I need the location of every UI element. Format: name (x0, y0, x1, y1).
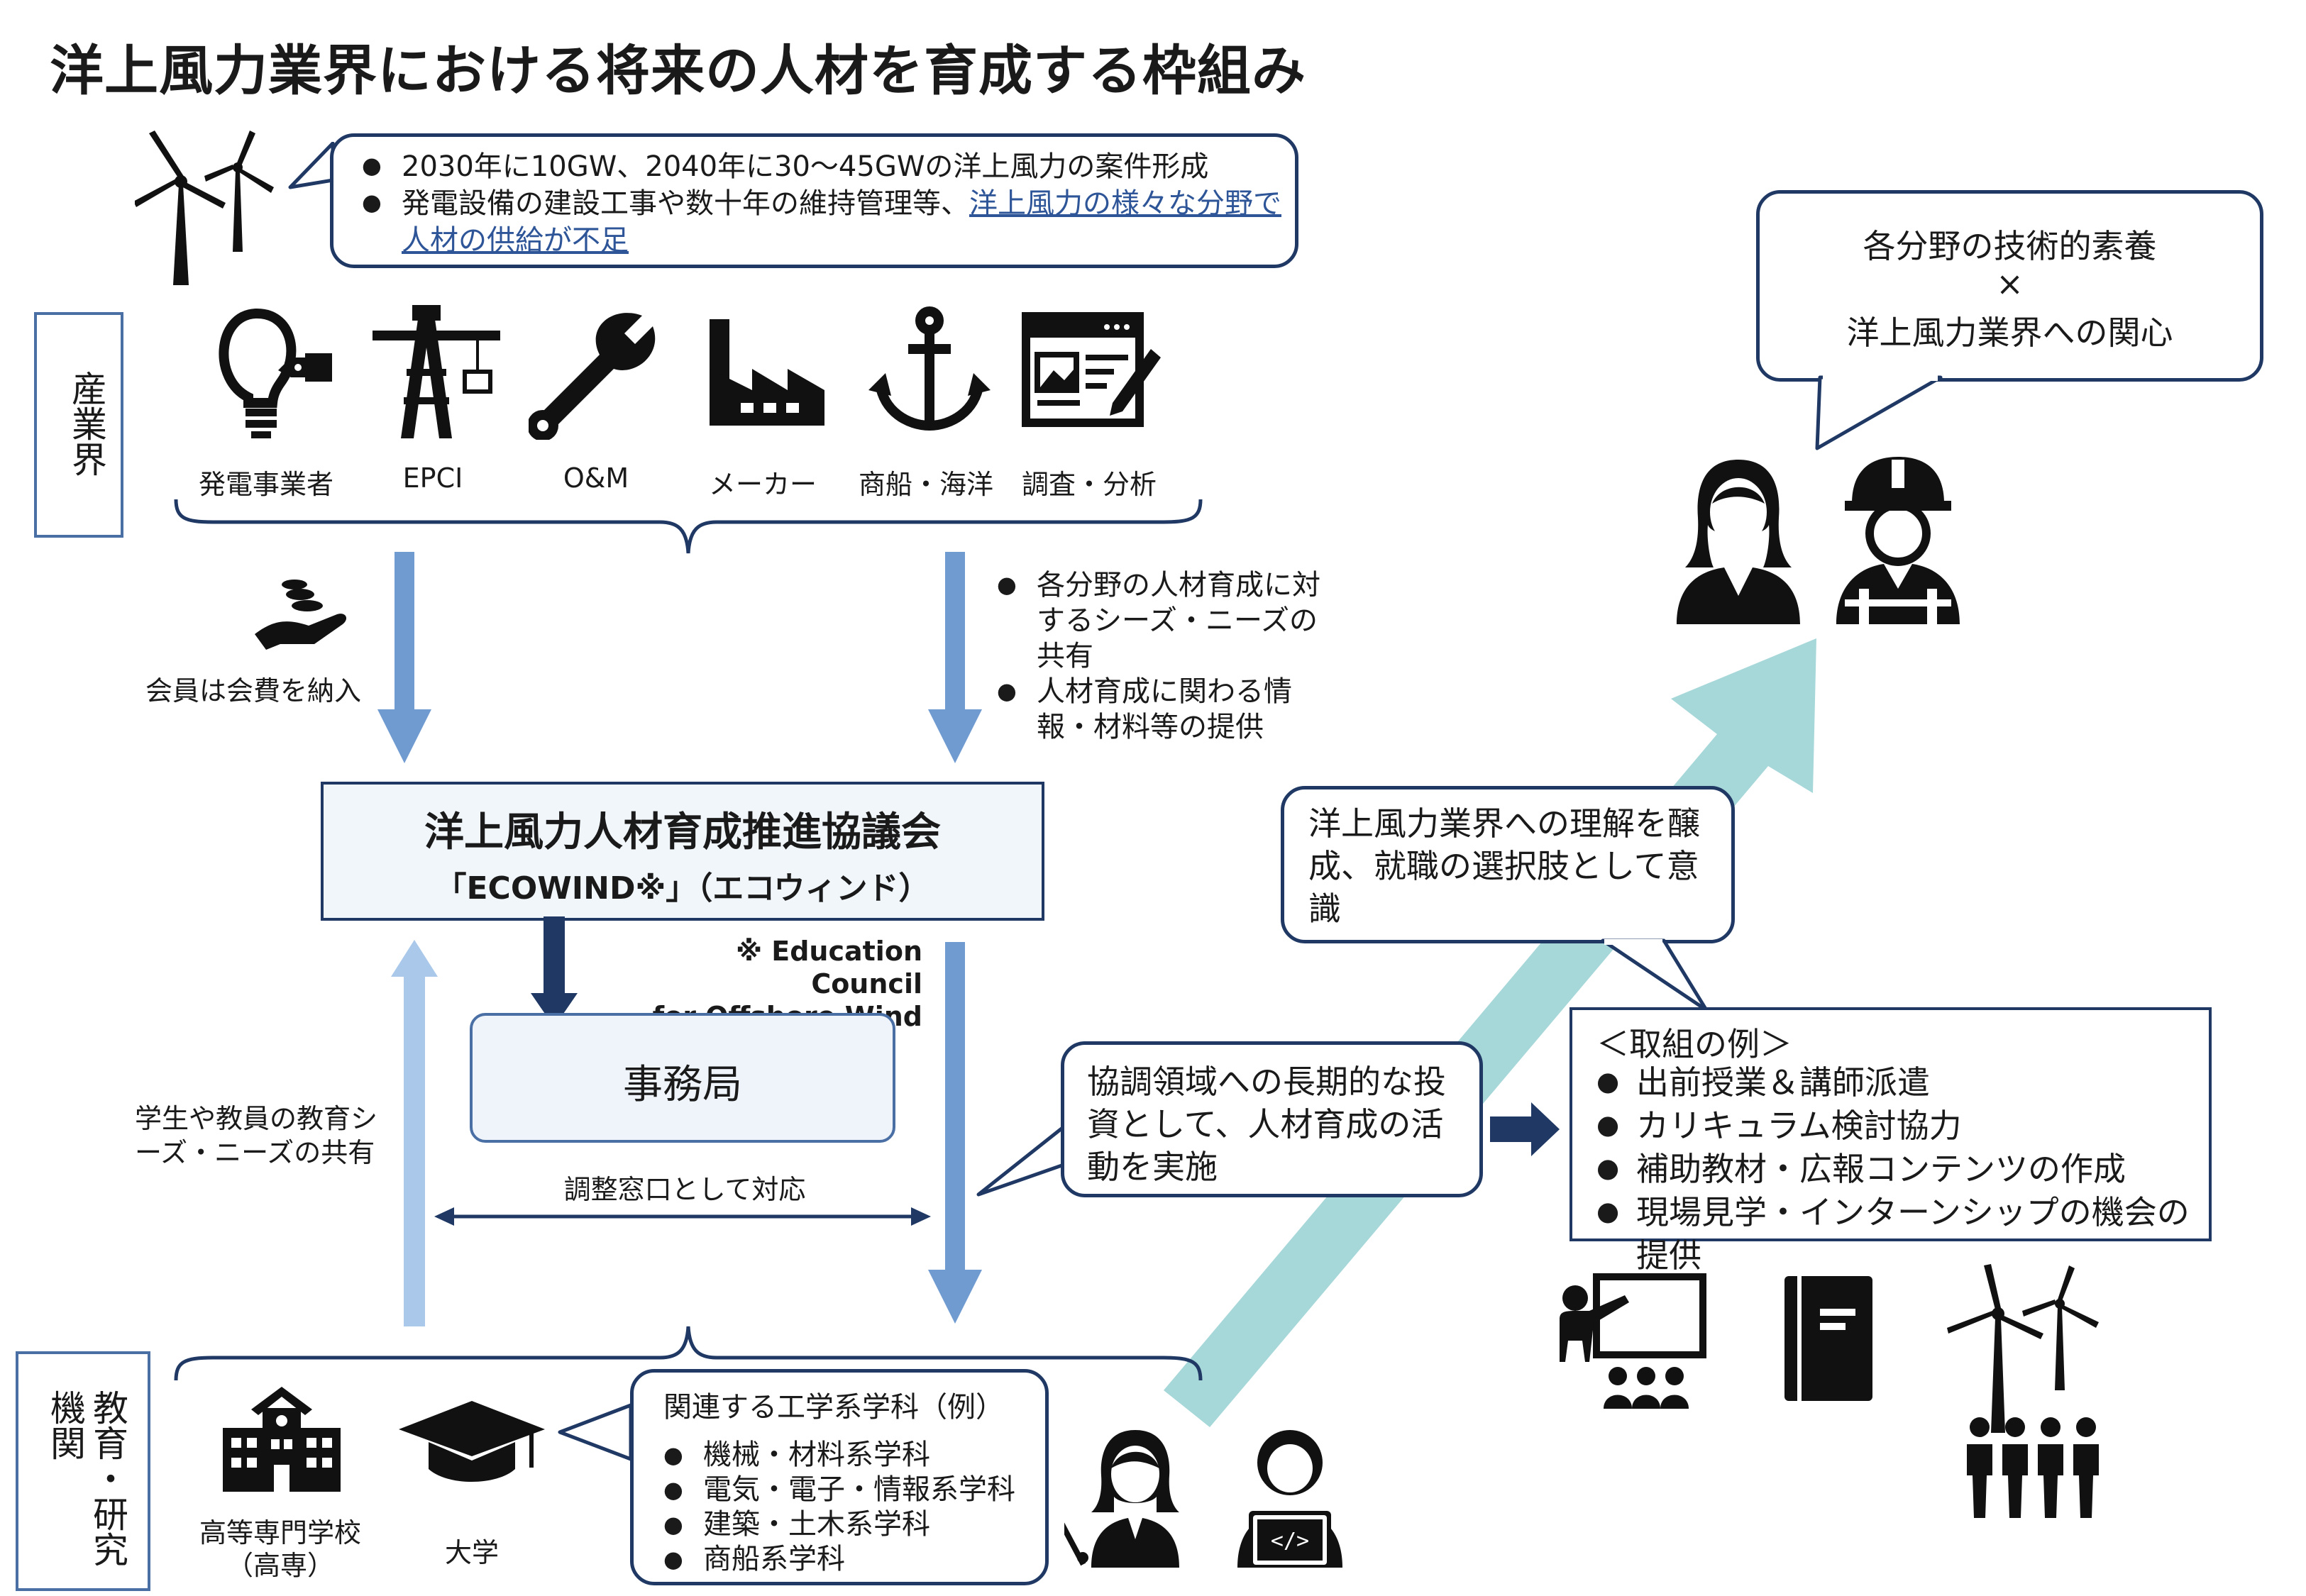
industry-item-epci: EPCI (402, 462, 463, 494)
examples-heading: ＜取組の例＞ (1596, 1025, 1792, 1063)
wrench-icon (529, 313, 656, 440)
skills-bubble-tail (1815, 375, 1943, 450)
investment-bubble: 協調領域への長期的な投資として、人材育成の活動を実施 (1061, 1041, 1483, 1197)
edu-sharing-label: 学生や教員の教育シーズ・ニーズの共有 (135, 1103, 378, 1168)
field-visit-turbines-icon (1947, 1264, 2099, 1518)
education-up-arrow (391, 940, 438, 1326)
fee-label: 会員は会費を納入 (145, 675, 362, 706)
wind-turbine-icon (135, 131, 274, 285)
invest-bubble-tail (976, 1121, 1070, 1197)
hand-coin-icon (255, 580, 347, 650)
council-to-secretariat-arrow (531, 916, 578, 1027)
education-label: 教育・研究機関 (45, 1390, 128, 1567)
education-side-box: 教育・研究機関 (16, 1351, 150, 1591)
council-nickname: 「ECOWIND※」（エコウィンド） (435, 870, 930, 907)
industry-item-power-producer: 発電事業者 (198, 469, 333, 500)
understanding-bubble-tail (1601, 938, 1709, 1012)
secretariat-label: 事務局 (623, 1062, 742, 1108)
industry-item-maker: メーカー (708, 469, 817, 500)
dept-item: 商船系学科 (663, 1542, 1047, 1578)
student-coder-icon: </> (1237, 1430, 1342, 1568)
industry-contribution-list: 各分野の人材育成に対するシーズ・ニーズの共有 人材育成に関わる情報・材料等の提供 (997, 567, 1337, 745)
outlook-bullet: 2030年に10GW、2040年に30～45GWの洋上風力の案件形成 (362, 148, 1284, 185)
construction-worker-icon (1836, 457, 1960, 624)
example-item: 現場見学・インターンシップの機会の提供 (1596, 1191, 2207, 1278)
document-analysis-icon (1022, 312, 1161, 427)
shortage-link[interactable]: 洋上風力の様々な分野で人材の供給が不足 (402, 187, 1281, 257)
contribution-bullet: 各分野の人材育成に対するシーズ・ニーズの共有 (997, 567, 1337, 674)
dept-heading: 関連する工学系学科（例） (663, 1391, 1004, 1424)
to-examples-arrow (1490, 1102, 1560, 1156)
businesswoman-icon (1677, 460, 1800, 624)
example-item: カリキュラム検討協力 (1596, 1104, 2207, 1148)
textbook-icon (1784, 1276, 1872, 1401)
university-label: 大学 (444, 1537, 499, 1568)
coordination-double-arrow (434, 1207, 931, 1226)
examples-box: ＜取組の例＞ 出前授業＆講師派遣 カリキュラム検討協力 補助教材・広報コンテンツ… (1569, 1007, 2212, 1275)
example-item: 出前授業＆講師派遣 (1596, 1061, 2207, 1104)
industry-item-marine: 商船・海洋 (858, 469, 993, 500)
svg-text:</>: </> (1271, 1529, 1309, 1553)
lecture-teacher-icon (1560, 1273, 1706, 1409)
skills-interest-bubble: 各分野の技術的素養 × 洋上風力業界への関心 (1756, 190, 2263, 382)
dept-item: 電気・電子・情報系学科 (663, 1473, 1047, 1508)
student-woman-icon (1064, 1430, 1179, 1568)
dept-list: 機械・材料系学科 電気・電子・情報系学科 建築・土木系学科 商船系学科 (663, 1438, 1047, 1578)
industry-label: 産業界 (66, 370, 107, 477)
page-title: 洋上風力業界における将来の人材を育成する枠組み (50, 39, 1306, 102)
dept-bubble-tail (558, 1403, 633, 1461)
example-item: 補助教材・広報コンテンツの作成 (1596, 1148, 2207, 1191)
council-box: 洋上風力人材育成推進協議会 「ECOWIND※」（エコウィンド） (321, 782, 1044, 921)
fee-down-arrow (377, 552, 431, 763)
coordination-label: 調整窓口として対応 (563, 1174, 806, 1205)
factory-icon (710, 319, 824, 426)
industry-item-om: O&M (563, 462, 629, 494)
market-outlook-bubble: 2030年に10GW、2040年に30～45GWの洋上風力の案件形成 発電設備の… (330, 133, 1298, 268)
council-down-arrow (928, 942, 982, 1324)
secretariat-box: 事務局 (470, 1013, 895, 1143)
needs-down-arrow (928, 552, 982, 763)
dept-item: 建築・土木系学科 (663, 1507, 1047, 1543)
outlook-bullet: 発電設備の建設工事や数十年の維持管理等、洋上風力の様々な分野で人材の供給が不足 (362, 185, 1284, 259)
kosen-label: 高等専門学校 （高専） (199, 1517, 361, 1581)
industry-side-box: 産業界 (34, 312, 123, 538)
examples-list: 出前授業＆講師派遣 カリキュラム検討協力 補助教材・広報コンテンツの作成 現場見… (1596, 1061, 2207, 1278)
lightbulb-icon (219, 308, 332, 438)
school-building-icon (223, 1387, 341, 1492)
departments-bubble: 関連する工学系学科（例） 機械・材料系学科 電気・電子・情報系学科 建築・土木系… (630, 1369, 1049, 1585)
council-name: 洋上風力人材育成推進協議会 (424, 809, 941, 855)
crane-tower-icon (373, 305, 500, 438)
dept-item: 機械・材料系学科 (663, 1438, 1047, 1473)
understanding-bubble: 洋上風力業界への理解を醸成、就職の選択肢として意識 (1281, 786, 1735, 943)
anchor-icon (868, 306, 991, 431)
industry-brace (174, 499, 1203, 554)
industry-item-research: 調査・分析 (1021, 469, 1157, 500)
contribution-bullet: 人材育成に関わる情報・材料等の提供 (997, 674, 1337, 745)
education-brace (174, 1326, 1203, 1381)
graduation-cap-icon (399, 1401, 545, 1482)
